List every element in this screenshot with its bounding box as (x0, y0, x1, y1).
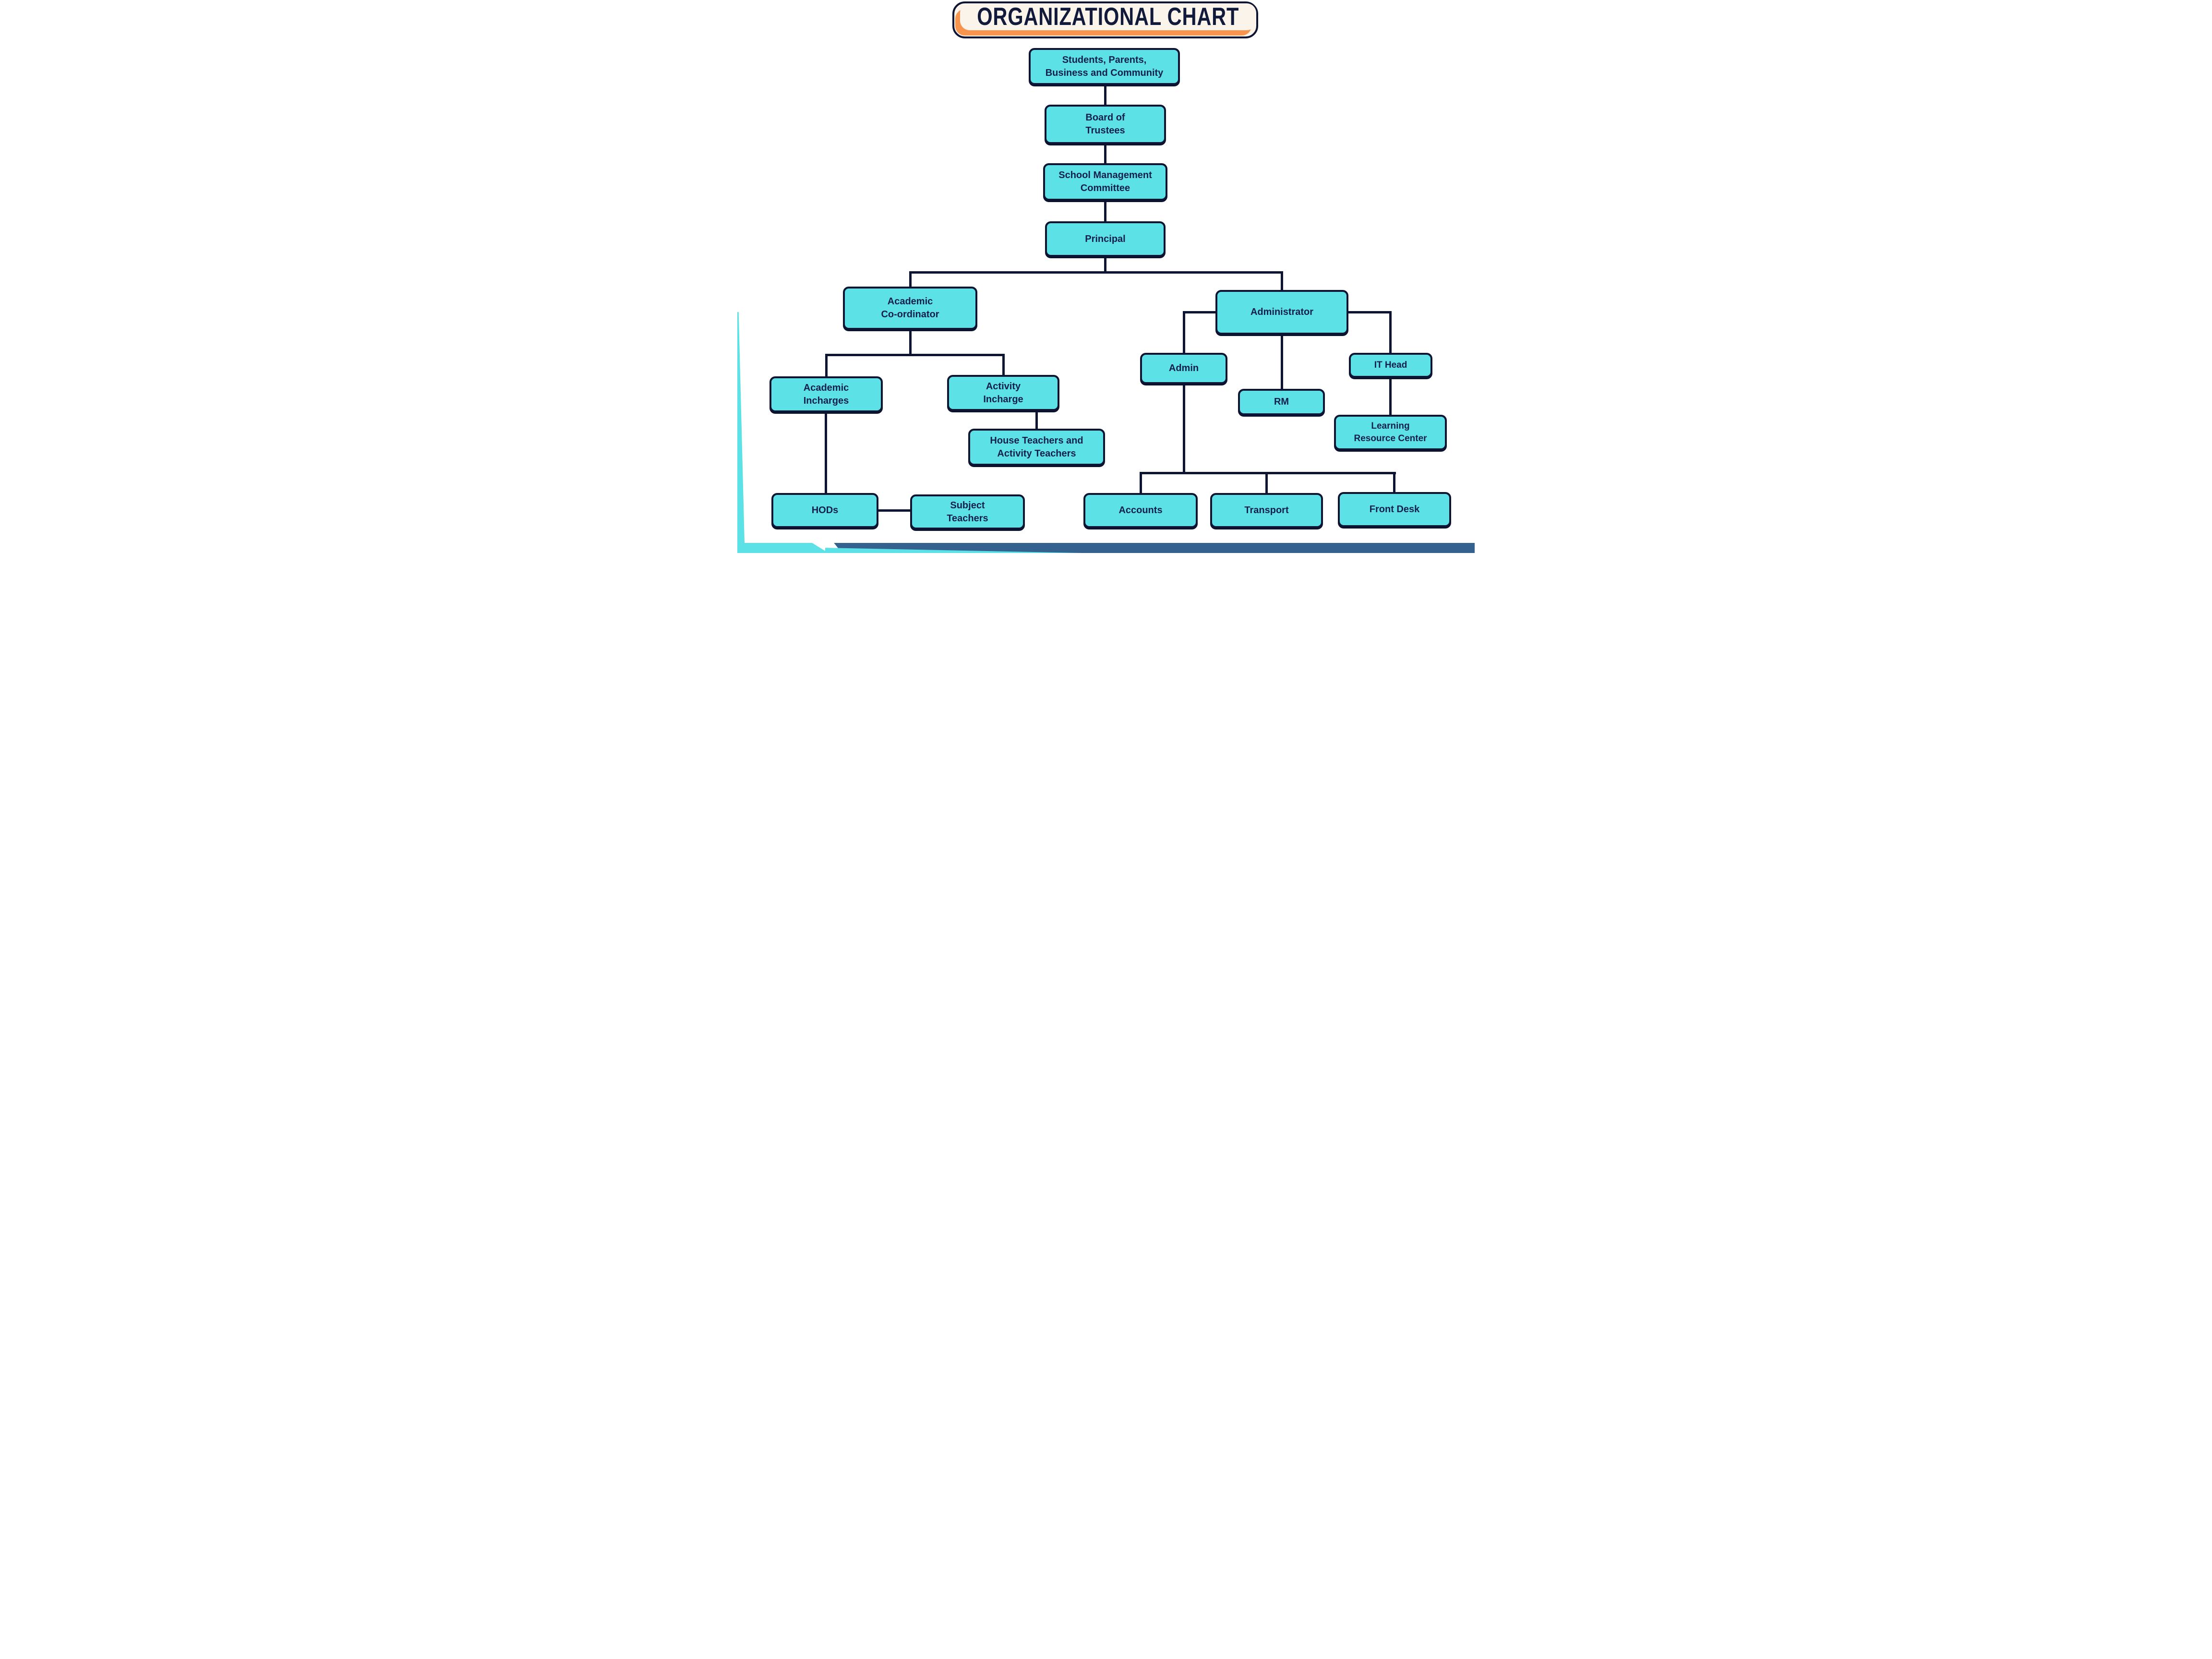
node-label: Learning Resource Center (1354, 421, 1427, 444)
connector-down-to-ithead (1389, 311, 1392, 355)
connector-to-activity-incharge (1002, 354, 1005, 377)
node-accounts: Accounts (1083, 493, 1198, 528)
node-learning-resource-center: Learning Resource Center (1334, 415, 1447, 450)
title-badge: ORGANIZATIONAL CHART (952, 1, 1258, 38)
node-label: Activity Incharge (983, 381, 1023, 405)
connector-down-to-admin (1183, 311, 1185, 355)
connector-students-trustees (1104, 85, 1106, 105)
node-school-management-committee: School Management Committee (1043, 163, 1167, 201)
connector-to-accounts (1140, 472, 1142, 495)
connector-academic-incharges-hods (825, 412, 827, 493)
connector-ithead-learning-resource-center (1389, 378, 1392, 415)
node-academic-incharges: Academic Incharges (769, 376, 883, 412)
footer-blue-band (834, 543, 1475, 553)
node-label: Accounts (1118, 505, 1163, 516)
footer-teal-left-block (737, 543, 829, 553)
node-label: RM (1274, 397, 1289, 407)
connector-administrator-to-ithead-horizontal (1347, 311, 1392, 313)
node-transport: Transport (1210, 493, 1323, 528)
title-face: ORGANIZATIONAL CHART (960, 3, 1256, 31)
page-title: ORGANIZATIONAL CHART (977, 3, 1239, 31)
connector-to-front-desk (1393, 472, 1395, 494)
node-label: Board of Trustees (1085, 112, 1125, 136)
footer-teal-bottom-wedge (825, 548, 1082, 553)
node-students-parents-business-community: Students, Parents, Business and Communit… (1029, 48, 1180, 85)
connector-to-academic-incharges (825, 354, 828, 379)
connector-admin-down (1183, 384, 1185, 474)
connector-hods-subject-teachers (878, 509, 910, 512)
node-label: Administrator (1250, 307, 1314, 317)
organizational-chart-page: ORGANIZATIONAL CHART Students, Parents, … (737, 0, 1475, 553)
node-label: School Management Committee (1058, 170, 1152, 193)
node-label: House Teachers and Activity Teachers (990, 435, 1083, 459)
node-label: Students, Parents, Business and Communit… (1045, 54, 1164, 78)
node-label: Transport (1244, 505, 1289, 516)
connector-admin-split-horizontal (1140, 472, 1396, 474)
connector-smc-principal (1104, 201, 1106, 221)
node-academic-coordinator: Academic Co-ordinator (843, 287, 977, 330)
connector-academic-coordinator-down (909, 330, 912, 356)
connector-principal-down (1104, 257, 1106, 274)
node-principal: Principal (1045, 221, 1166, 257)
node-front-desk: Front Desk (1338, 492, 1451, 527)
node-house-teachers-activity-teachers: House Teachers and Activity Teachers (968, 429, 1105, 466)
left-edge-teal-accent (737, 312, 745, 543)
node-admin: Admin (1140, 353, 1227, 384)
node-it-head: IT Head (1349, 353, 1432, 378)
node-rm: RM (1238, 389, 1325, 415)
connector-split-to-academic-coordinator (909, 271, 912, 289)
connector-to-transport (1265, 472, 1268, 495)
connector-trustees-smc (1104, 144, 1106, 163)
node-activity-incharge: Activity Incharge (947, 375, 1059, 411)
node-label: Subject Teachers (947, 500, 988, 524)
connector-administrator-to-admin-horizontal (1183, 311, 1216, 313)
node-hods: HODs (771, 493, 878, 528)
node-label: HODs (811, 505, 839, 516)
connector-principal-split-horizontal (910, 271, 1283, 274)
node-label: Academic Co-ordinator (881, 296, 939, 320)
node-label: Admin (1168, 363, 1199, 373)
node-subject-teachers: Subject Teachers (910, 494, 1025, 529)
node-label: Academic Incharges (803, 382, 849, 406)
connector-administrator-rm (1281, 335, 1283, 389)
connector-academic-split-horizontal (825, 354, 1005, 356)
node-label: Principal (1085, 233, 1126, 244)
connector-split-to-administrator (1281, 271, 1283, 292)
node-administrator: Administrator (1215, 290, 1348, 335)
node-label: IT Head (1374, 360, 1407, 371)
node-label: Front Desk (1369, 504, 1420, 515)
connector-activity-incharge-house-teachers (1035, 411, 1038, 431)
node-board-of-trustees: Board of Trustees (1045, 105, 1166, 144)
